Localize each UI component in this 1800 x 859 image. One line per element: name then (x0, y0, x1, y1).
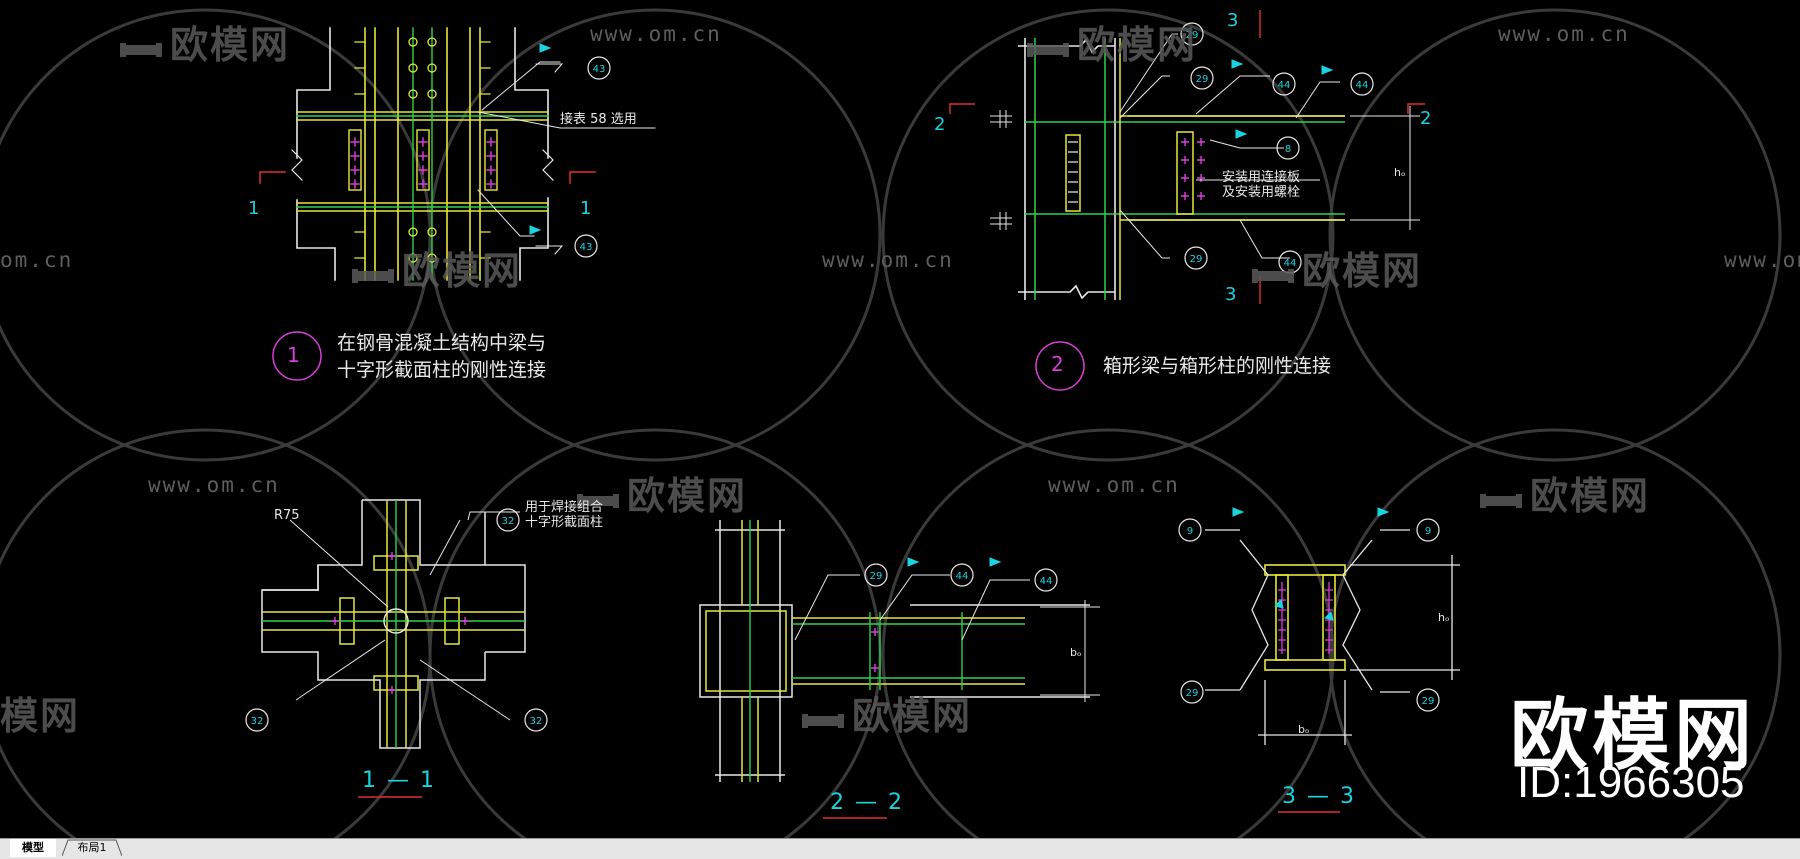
section-3-3-hb-label: hₒ (1438, 611, 1450, 624)
weld-number: 44 (1278, 80, 1291, 91)
watermark-logo: 欧模网 (118, 14, 290, 69)
watermark-logo: 欧模网 (800, 685, 972, 740)
watermark-logo: 欧模网 (575, 465, 747, 520)
weld-number: 44 (1284, 258, 1297, 269)
watermark-logo: 欧模网 (1478, 465, 1650, 520)
section-mark-1-right: 1 (580, 198, 596, 219)
watermark-logo: 欧模网 (350, 240, 522, 295)
watermark-url: www.om.cn (822, 248, 954, 272)
tab-model[interactable]: 模型 (10, 839, 56, 857)
watermark-logo: 欧模网 (1250, 240, 1422, 295)
brand-watermark: 欧模网 (1510, 691, 1757, 781)
weld-number: 43 (580, 242, 593, 253)
section-2-2-label: 2 — 2 (830, 790, 904, 815)
watermark-url: www.om.cn (590, 22, 722, 46)
weld-number: 32 (530, 716, 543, 727)
weld-number: 44 (956, 571, 969, 582)
weld-number: 29 (1186, 688, 1199, 699)
weld-number: 29 (870, 571, 883, 582)
detail-2-note: 安装用连接板 及安装用螺栓 (1222, 170, 1301, 200)
section-1-1 (245, 499, 548, 798)
layout-tab-bar: 模型 布局1 (0, 838, 1800, 859)
weld-number: 29 (1422, 696, 1435, 707)
detail-2-hb-label: hₒ (1394, 166, 1406, 179)
section-mark-3-top: 3 (1227, 10, 1243, 31)
detail-2-number: 2 (1051, 352, 1064, 376)
section-mark-3-bottom: 3 (1225, 284, 1241, 305)
weld-number: 32 (502, 516, 515, 527)
weld-number: 44 (1040, 576, 1053, 587)
section-2-2-bf-label: bₒ (1070, 646, 1082, 659)
watermark-url: www.om.cn (148, 473, 280, 497)
section-2-2 (699, 520, 1100, 819)
detail-2-title: 箱形梁与箱形柱的刚性连接 (1103, 355, 1332, 377)
watermark-url: om.cn (0, 248, 74, 272)
section-mark-1-left: 1 (248, 198, 264, 219)
section-1-1-label: 1 — 1 (362, 768, 436, 793)
weld-number: 29 (1190, 254, 1203, 265)
weld-number: 43 (593, 64, 606, 75)
weld-number: 8 (1285, 144, 1291, 155)
weld-number: 9 (1425, 526, 1431, 537)
section-3-3-bf-label: bₒ (1298, 723, 1310, 736)
weld-number: 9 (1187, 526, 1193, 537)
section-3-3 (1178, 507, 1460, 813)
detail-1-title: 在钢骨混凝土结构中梁与 十字形截面柱的刚性连接 (337, 332, 547, 381)
detail-2-elevation (949, 10, 1425, 391)
weld-number: 44 (1356, 80, 1369, 91)
watermark-url: www.om.cn (1724, 248, 1800, 272)
detail-1-elevation (259, 27, 656, 381)
section-mark-2-right: 2 (1420, 108, 1436, 129)
detail-1-number: 1 (287, 343, 300, 367)
weld-number: 29 (1186, 30, 1199, 41)
brand-id: ID:1966305 (1517, 758, 1745, 807)
section-mark-2-left: 2 (934, 114, 950, 135)
watermark-url: www.om.cn (1498, 22, 1630, 46)
tab-layout1[interactable]: 布局1 (62, 839, 122, 857)
section-3-3-label: 3 — 3 (1282, 784, 1356, 809)
detail-1-note: 接表 58 选用 (560, 112, 637, 127)
watermark-logo: 模网 (0, 694, 81, 738)
weld-number: 29 (1196, 74, 1209, 85)
watermark-logo: 欧模网 (1025, 14, 1197, 69)
watermark-url: www.om.cn (1048, 473, 1180, 497)
radius-note: R75 (274, 508, 300, 523)
weld-number: 32 (251, 716, 264, 727)
section-1-1-note: 用于焊接组合 十字形截面柱 (525, 500, 604, 530)
